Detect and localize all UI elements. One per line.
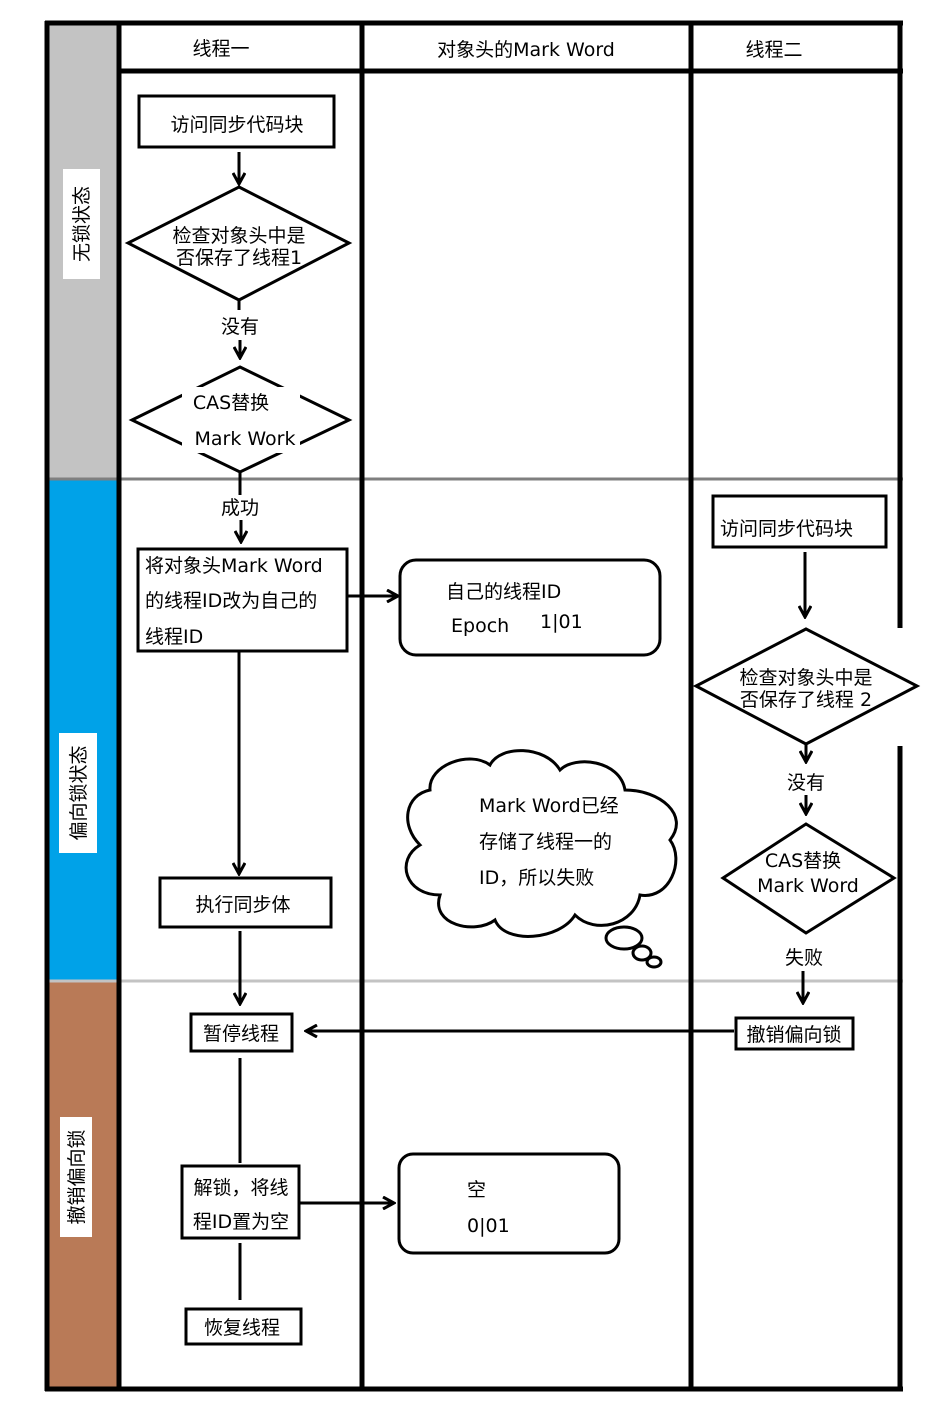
t1-pause-thread-box [189, 1012, 294, 1053]
t1-access-block-label: 访问同步代码块 [170, 114, 303, 136]
t1-execute-body-label: 执行同步体 [195, 894, 290, 916]
t1-pause-thread-label: 暂停线程 [203, 1023, 279, 1045]
mw-biased-bits: 1|01 [540, 611, 583, 633]
t2-check-diamond-line2: 否保存了线程 2 [740, 689, 872, 711]
mw-empty-label: 空 [467, 1179, 486, 1201]
lane-label-bg-no-lock [63, 169, 100, 279]
lane-label-bg-biased [59, 733, 97, 853]
t2-cas-diamond [720, 822, 897, 935]
t2-access-block-box [711, 494, 888, 549]
t1-unlock-line1: 解锁，将线 [193, 1177, 288, 1199]
t2-revoke-bias-label: 撤销偏向锁 [746, 1024, 841, 1046]
t1-cas-diamond-line2: Mark Work [194, 428, 295, 450]
mw-biased-box [398, 558, 662, 657]
mw-biased-thread-id: 自己的线程ID [446, 581, 561, 603]
lane-label-no-lock: 无锁状态 [71, 186, 93, 262]
t1-unlock-box [180, 1164, 301, 1240]
mw-biased-epoch: Epoch [451, 615, 509, 637]
t1-resume-thread-label: 恢复线程 [204, 1317, 280, 1339]
t1-cas-diamond-line1: CAS替换 [193, 392, 269, 414]
t2-fail-label: 失败 [785, 947, 823, 969]
mw-cloud-line2: 存储了线程一的 [479, 831, 612, 853]
t1-set-thread-id-line1: 将对象头Mark Word [145, 555, 323, 577]
header-thread-one: 线程一 [192, 38, 249, 60]
header-mark-word: 对象头的Mark Word [437, 39, 615, 61]
t1-check-diamond-line1: 检查对象头中是 [172, 225, 305, 247]
lane-label-biased: 偏向锁状态 [68, 745, 90, 840]
t1-access-block-box [137, 94, 336, 149]
t1-set-thread-id-line3: 线程ID [145, 626, 203, 648]
lane-band-biased [49, 480, 117, 981]
t2-cas-diamond-line2: Mark Word [757, 875, 859, 897]
t1-resume-thread-box [184, 1307, 303, 1346]
t1-execute-body-box [158, 876, 333, 929]
t2-cas-diamond-line1: CAS替换 [765, 850, 841, 872]
t1-check-diamond-line2: 否保存了线程1 [176, 247, 302, 269]
header-thread-two: 线程二 [745, 39, 802, 61]
t1-unlock-line2: 程ID置为空 [193, 1211, 289, 1233]
mw-empty-box [397, 1152, 621, 1255]
t2-revoke-bias-box [734, 1016, 855, 1051]
t1-no-label: 没有 [221, 316, 259, 338]
lane-label-bg-revoke [60, 1117, 92, 1237]
mw-empty-bits: 0|01 [467, 1215, 510, 1237]
cloud-bubble-large [604, 925, 644, 951]
t1-cas-text-bg [182, 387, 300, 453]
cloud-bubble-small [645, 955, 663, 969]
mw-cloud-line1: Mark Word已经 [479, 795, 619, 817]
cloud-bubble-medium [631, 944, 653, 962]
t1-set-thread-id-box [136, 547, 349, 653]
mw-cloud-note [404, 749, 678, 969]
t2-check-diamond-line1: 检查对象头中是 [739, 667, 872, 689]
lane-label-revoke: 撤销偏向锁 [66, 1129, 88, 1224]
mw-cloud-line3: ID，所以失败 [479, 867, 594, 889]
t2-access-block-label: 访问同步代码块 [720, 518, 853, 540]
t1-success-label: 成功 [221, 497, 259, 519]
cloud-shape [404, 749, 678, 938]
t2-no-label: 没有 [787, 772, 825, 794]
t1-set-thread-id-line2: 的线程ID改为自己的 [145, 590, 317, 612]
